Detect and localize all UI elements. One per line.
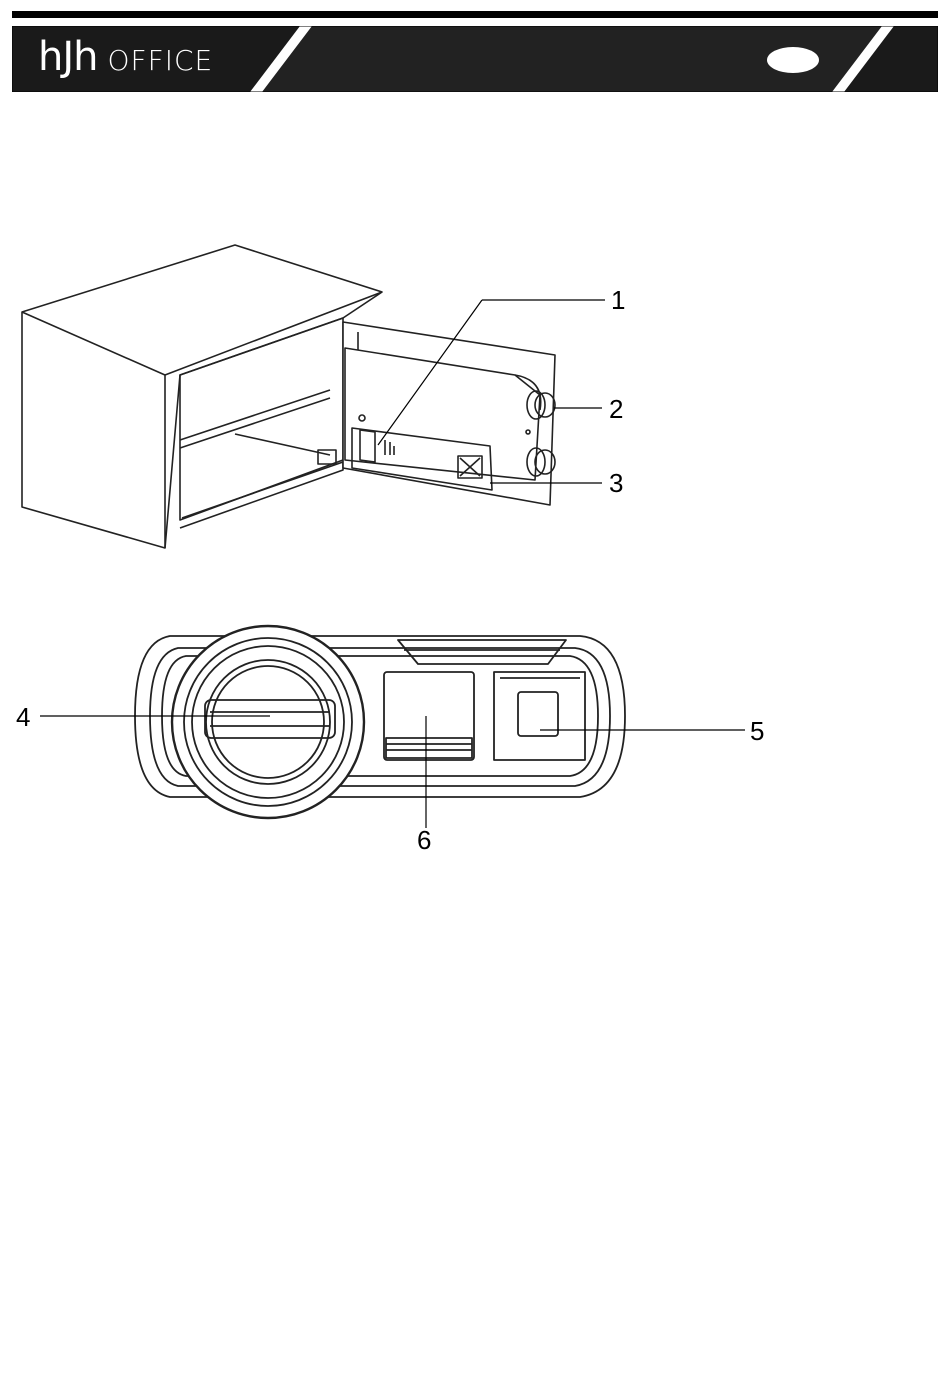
callout-6: 6 bbox=[417, 825, 431, 855]
callout-3: 3 bbox=[609, 468, 623, 498]
callout-4: 4 bbox=[16, 702, 30, 732]
callout-1: 1 bbox=[611, 285, 625, 315]
callout-5: 5 bbox=[750, 716, 764, 746]
callout-2: 2 bbox=[609, 394, 623, 424]
